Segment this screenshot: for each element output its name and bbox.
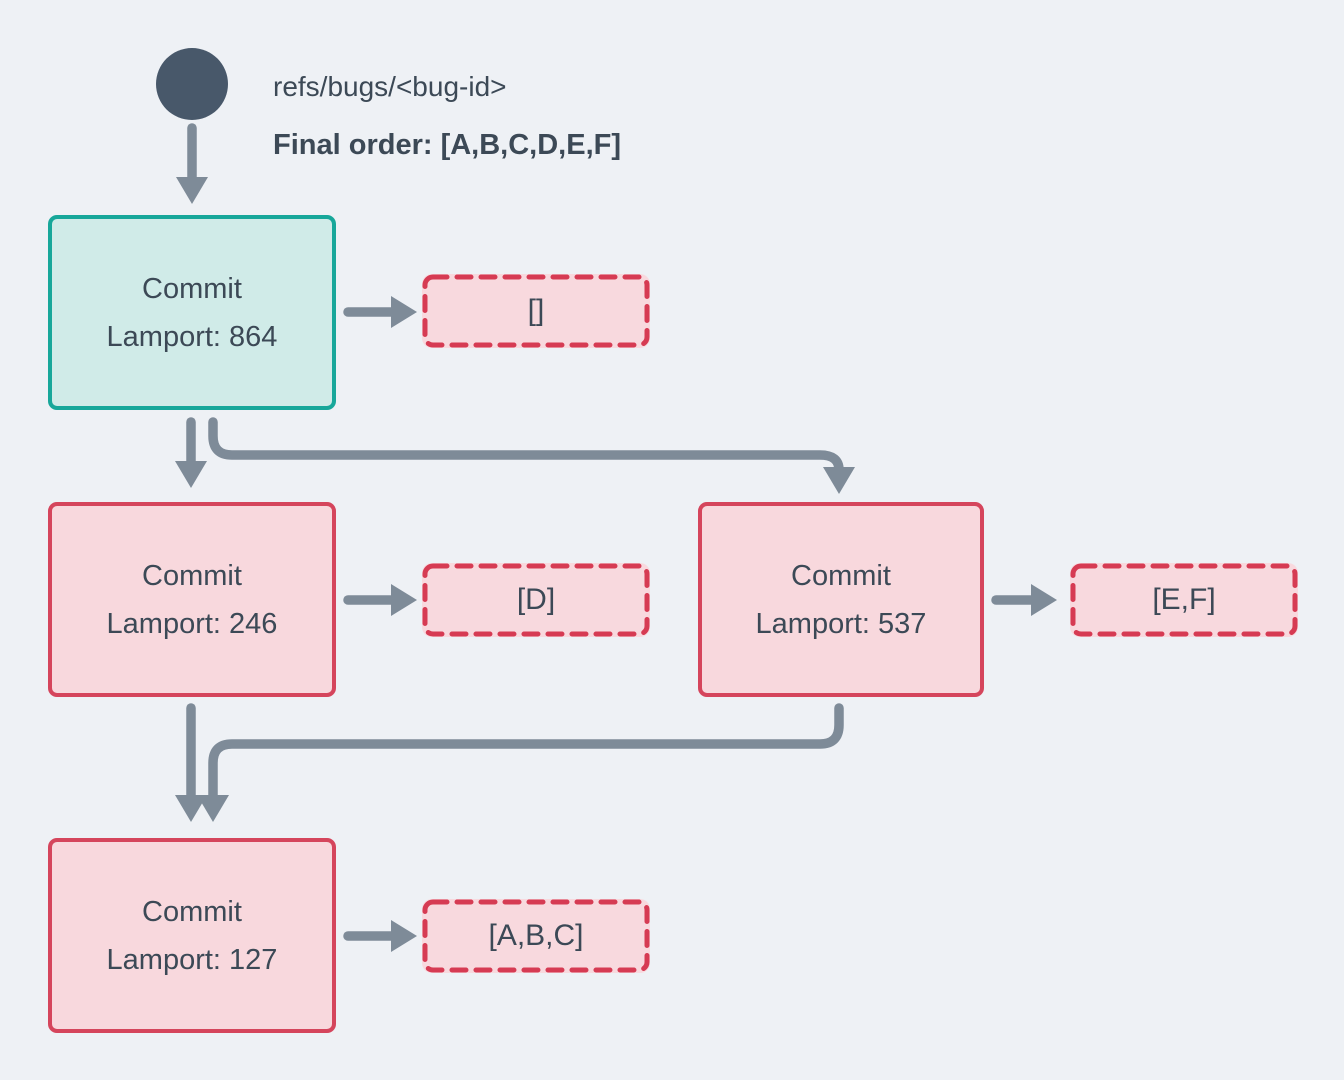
commit-node-864: Commit Lamport: 864 [48, 215, 336, 410]
commit-title: Commit [142, 272, 242, 305]
commit-node-246: Commit Lamport: 246 [48, 502, 336, 697]
commit-lamport: Lamport: 537 [755, 607, 927, 640]
payload-box-127: [A,B,C] [422, 899, 650, 973]
edge-ref-to-864 [176, 123, 208, 204]
commit-node-537: Commit Lamport: 537 [698, 502, 984, 697]
commit-lamport: Lamport: 864 [106, 320, 278, 353]
payload-box-537: [E,F] [1070, 563, 1298, 637]
branch-ref-label: refs/bugs/<bug-id> [273, 71, 507, 102]
dashed-border [1070, 563, 1298, 637]
commit-node-127: Commit Lamport: 127 [48, 838, 336, 1033]
payload-label: [A,B,C] [488, 919, 584, 952]
edge-864-to-246 [175, 417, 207, 488]
edge-537-to-payload [991, 584, 1057, 616]
edge-127-to-payload [343, 920, 417, 952]
payload-label: [D] [516, 583, 556, 616]
final-order-label: Final order: [A,B,C,D,E,F] [273, 129, 621, 161]
edge-246-to-payload [343, 584, 417, 616]
edge-864-to-payload [343, 296, 417, 328]
commit-title: Commit [142, 559, 242, 592]
payload-label: [E,F] [1152, 583, 1216, 616]
payload-box-246: [D] [422, 563, 650, 637]
branch-ref-node [156, 48, 228, 120]
payload-box-864: [] [422, 274, 650, 348]
commit-lamport: Lamport: 127 [106, 943, 278, 976]
dashed-border [422, 274, 650, 348]
dashed-border [422, 563, 650, 637]
commit-title: Commit [791, 559, 891, 592]
commit-lamport: Lamport: 246 [106, 607, 278, 640]
commit-title: Commit [142, 895, 242, 928]
payload-label: [] [527, 294, 545, 327]
dashed-border [422, 899, 650, 973]
edge-537-to-127 [197, 703, 844, 822]
edge-864-to-537 [208, 417, 855, 494]
edge-246-to-127 [175, 703, 207, 822]
